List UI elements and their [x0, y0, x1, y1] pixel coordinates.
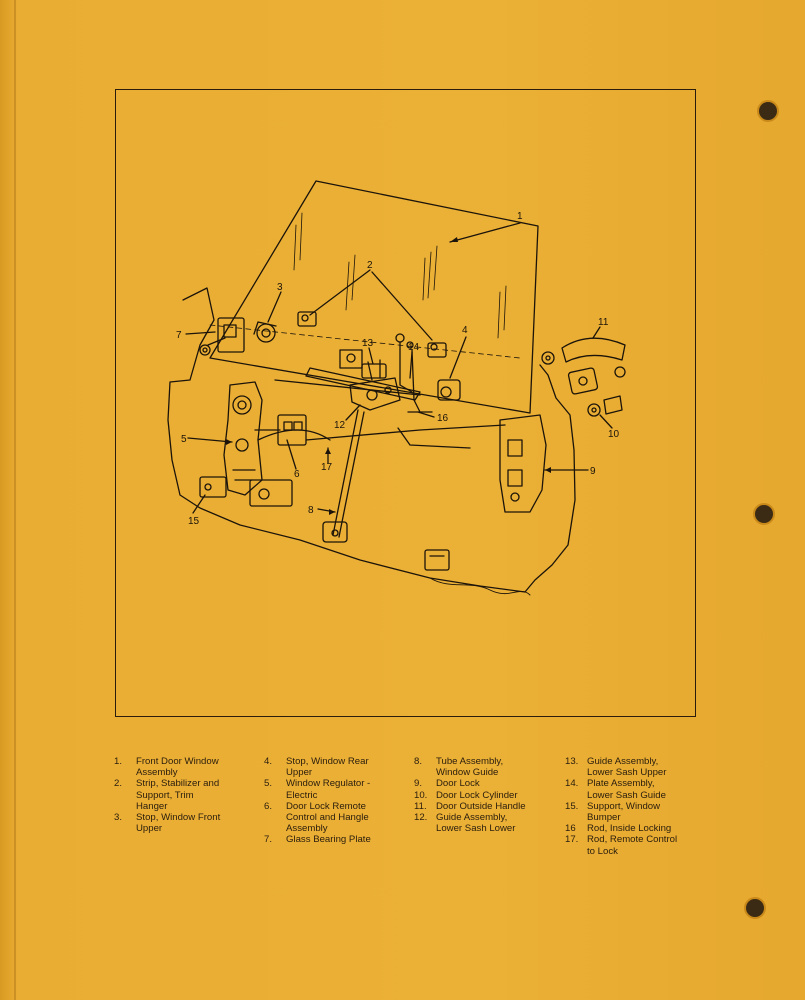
callout-12: 12 [334, 420, 346, 431]
binder-hole-top [757, 100, 779, 122]
callout-4: 4 [462, 325, 468, 336]
legend-item: 10. Door Lock Cylinder [414, 789, 518, 801]
window-glass [209, 180, 539, 414]
binder-hole-middle [753, 503, 775, 525]
legend-item: 14. Plate Assembly,Lower Sash Guide [565, 778, 666, 801]
callout-14: 14 [408, 342, 420, 353]
legend-item: 16 Rod, Inside Locking [565, 823, 672, 835]
callout-8: 8 [308, 505, 314, 516]
door-inner-panel [167, 287, 576, 593]
legend-item: 9. Door Lock [414, 778, 480, 790]
page-fold [14, 0, 16, 1000]
legend-item: 13. Guide Assembly,Lower Sash Upper [565, 756, 667, 779]
legend-item: 5. Window Regulator -Electric [264, 778, 371, 801]
legend-column-4: 13. Guide Assembly,Lower Sash Upper 14. … [565, 756, 685, 857]
binder-hole-bottom [744, 897, 766, 919]
leader-1 [449, 222, 521, 243]
callout-7: 7 [176, 330, 182, 341]
legend-column-3: 8. Tube Assembly,Window Guide 9. Door Lo… [414, 756, 534, 834]
diagram-frame [115, 89, 696, 717]
callout-13: 13 [362, 338, 374, 349]
callout-16: 16 [437, 413, 449, 424]
callout-9: 9 [590, 466, 596, 477]
callout-17: 17 [321, 462, 333, 473]
callout-10: 10 [608, 429, 620, 440]
callout-1: 1 [517, 211, 523, 222]
callout-11: 11 [598, 317, 609, 328]
legend-item: 8. Tube Assembly,Window Guide [414, 756, 504, 779]
legend-item: 7. Glass Bearing Plate [264, 834, 371, 846]
legend-item: 12. Guide Assembly,Lower Sash Lower [414, 812, 516, 835]
callout-5: 5 [181, 434, 187, 445]
callout-3: 3 [277, 282, 283, 293]
callout-6: 6 [294, 469, 300, 480]
callout-15: 15 [188, 516, 200, 527]
callout-2: 2 [367, 260, 373, 271]
legend-item: 11. Door Outside Handle [414, 800, 526, 812]
